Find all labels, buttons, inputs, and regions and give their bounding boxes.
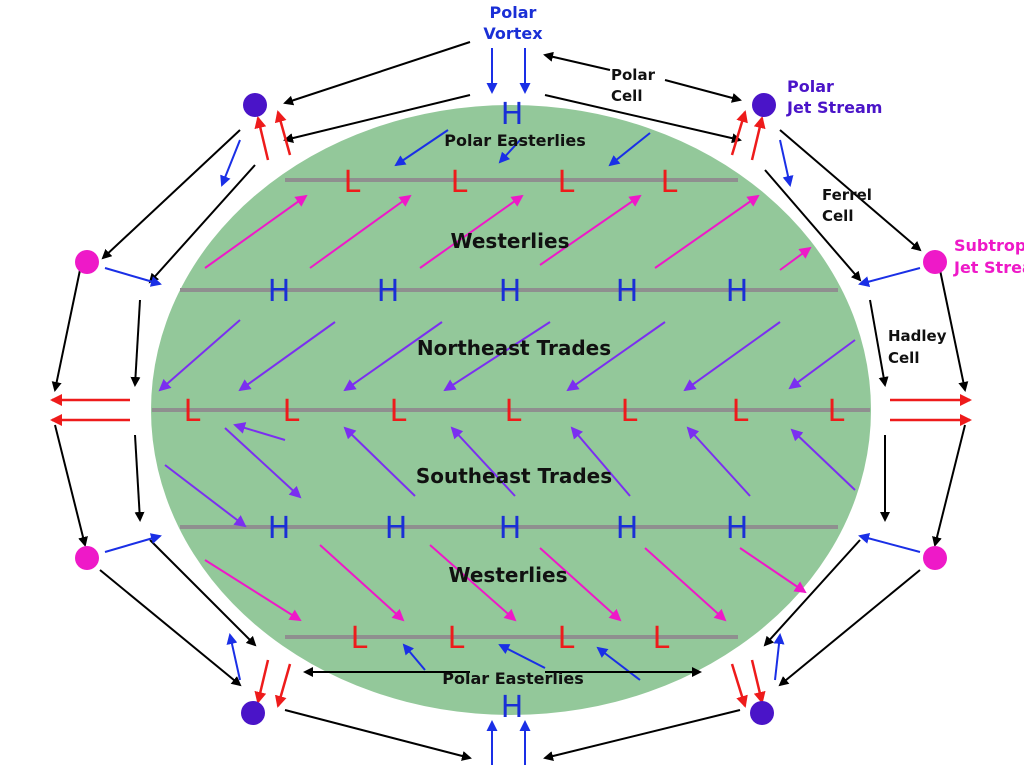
polar-jet-dot (241, 701, 265, 725)
high-pressure-symbol: H (499, 274, 522, 309)
subtropical-jet-dot (923, 250, 947, 274)
low-pressure-symbol: L (184, 394, 201, 429)
subtropical-jet-dot (75, 546, 99, 570)
westerly-arrows (204, 194, 812, 622)
label-polar-easterlies-north: Polar Easterlies (444, 131, 585, 150)
low-pressure-symbol: L (448, 621, 465, 656)
polar-vortex-arrows (104, 48, 921, 765)
high-pressure-symbol: H (616, 274, 639, 309)
label-westerlies-north: Westerlies (451, 229, 570, 253)
low-pressure-symbol: L (558, 165, 575, 200)
low-pressure-symbol: L (621, 394, 638, 429)
high-pressure-symbol: H (726, 511, 749, 546)
high-pressure-symbol: H (501, 690, 524, 725)
latitude-lines (152, 178, 870, 639)
low-pressure-symbol: L (451, 165, 468, 200)
label-northeast-trades: Northeast Trades (417, 336, 611, 360)
polar-jet-dot (243, 93, 267, 117)
high-pressure-symbol: H (616, 511, 639, 546)
low-pressure-symbol: L (661, 165, 678, 200)
polar-jet-dot (752, 93, 776, 117)
low-pressure-symbol: L (390, 394, 407, 429)
subtropical-jet-dots (75, 250, 947, 570)
high-pressure-symbol: H (268, 274, 291, 309)
low-pressure-symbol: L (828, 394, 845, 429)
polar-jet-dots (241, 93, 776, 725)
low-pressure-symbol: L (653, 621, 670, 656)
polar-easterly-arrows (394, 129, 651, 681)
polar-jet-dot (750, 701, 774, 725)
low-pressure-symbol: L (558, 621, 575, 656)
low-pressure-symbol: L (351, 621, 368, 656)
high-pressure-symbol: H (385, 511, 408, 546)
label-subtropical-jet-stream: SubtropicalJet Stream (953, 236, 1024, 277)
trade-wind-arrows (158, 319, 856, 528)
high-pressure-symbol: H (501, 97, 524, 132)
high-pressure-symbol: H (377, 274, 400, 309)
label-southeast-trades: Southeast Trades (416, 464, 612, 488)
high-pressure-symbol: H (499, 511, 522, 546)
label-westerlies-south: Westerlies (449, 563, 568, 587)
pressure-symbols: H L L L L H H H H H L L L L L L L H H H … (184, 97, 845, 725)
high-pressure-symbol: H (726, 274, 749, 309)
cell-circulation-arrows (51, 41, 969, 761)
label-polar-easterlies-south: Polar Easterlies (442, 669, 583, 688)
subtropical-jet-dot (75, 250, 99, 274)
subtropical-jet-dot (923, 546, 947, 570)
low-pressure-symbol: L (344, 165, 361, 200)
low-pressure-symbol: L (283, 394, 300, 429)
jet-red-arrows (50, 110, 972, 708)
region-labels: Polar Easterlies Westerlies Northeast Tr… (416, 131, 612, 688)
high-pressure-symbol: H (268, 511, 291, 546)
low-pressure-symbol: L (505, 394, 522, 429)
low-pressure-symbol: L (732, 394, 749, 429)
